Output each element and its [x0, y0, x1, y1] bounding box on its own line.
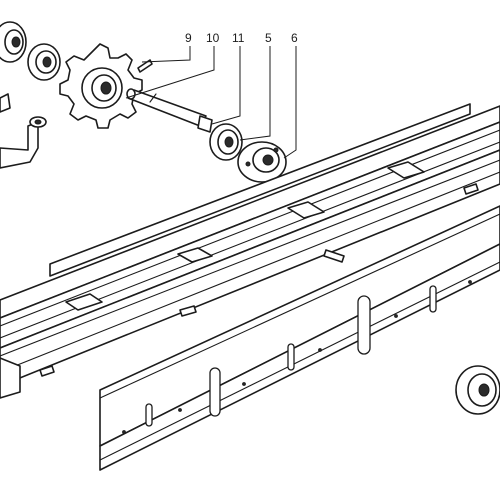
sprocket-wheel [59, 43, 143, 129]
frame-bolts [39, 183, 479, 377]
idler-pulley [455, 365, 500, 415]
bearing-small-top [27, 43, 61, 81]
callout-9: 9 [185, 31, 192, 45]
shaft [126, 88, 213, 133]
main-frame [0, 103, 500, 399]
cotter-pin [137, 59, 153, 73]
flange-6 [237, 141, 287, 183]
leader-lines [125, 46, 297, 159]
side-plate [99, 205, 500, 471]
callout-11: 11 [232, 31, 245, 45]
callout-6: 6 [291, 31, 298, 45]
bearing-top-left [0, 21, 27, 63]
bracket-left [0, 93, 47, 169]
callout-10: 10 [206, 31, 220, 45]
bearing-5 [209, 123, 243, 161]
callout-5: 5 [265, 31, 272, 45]
